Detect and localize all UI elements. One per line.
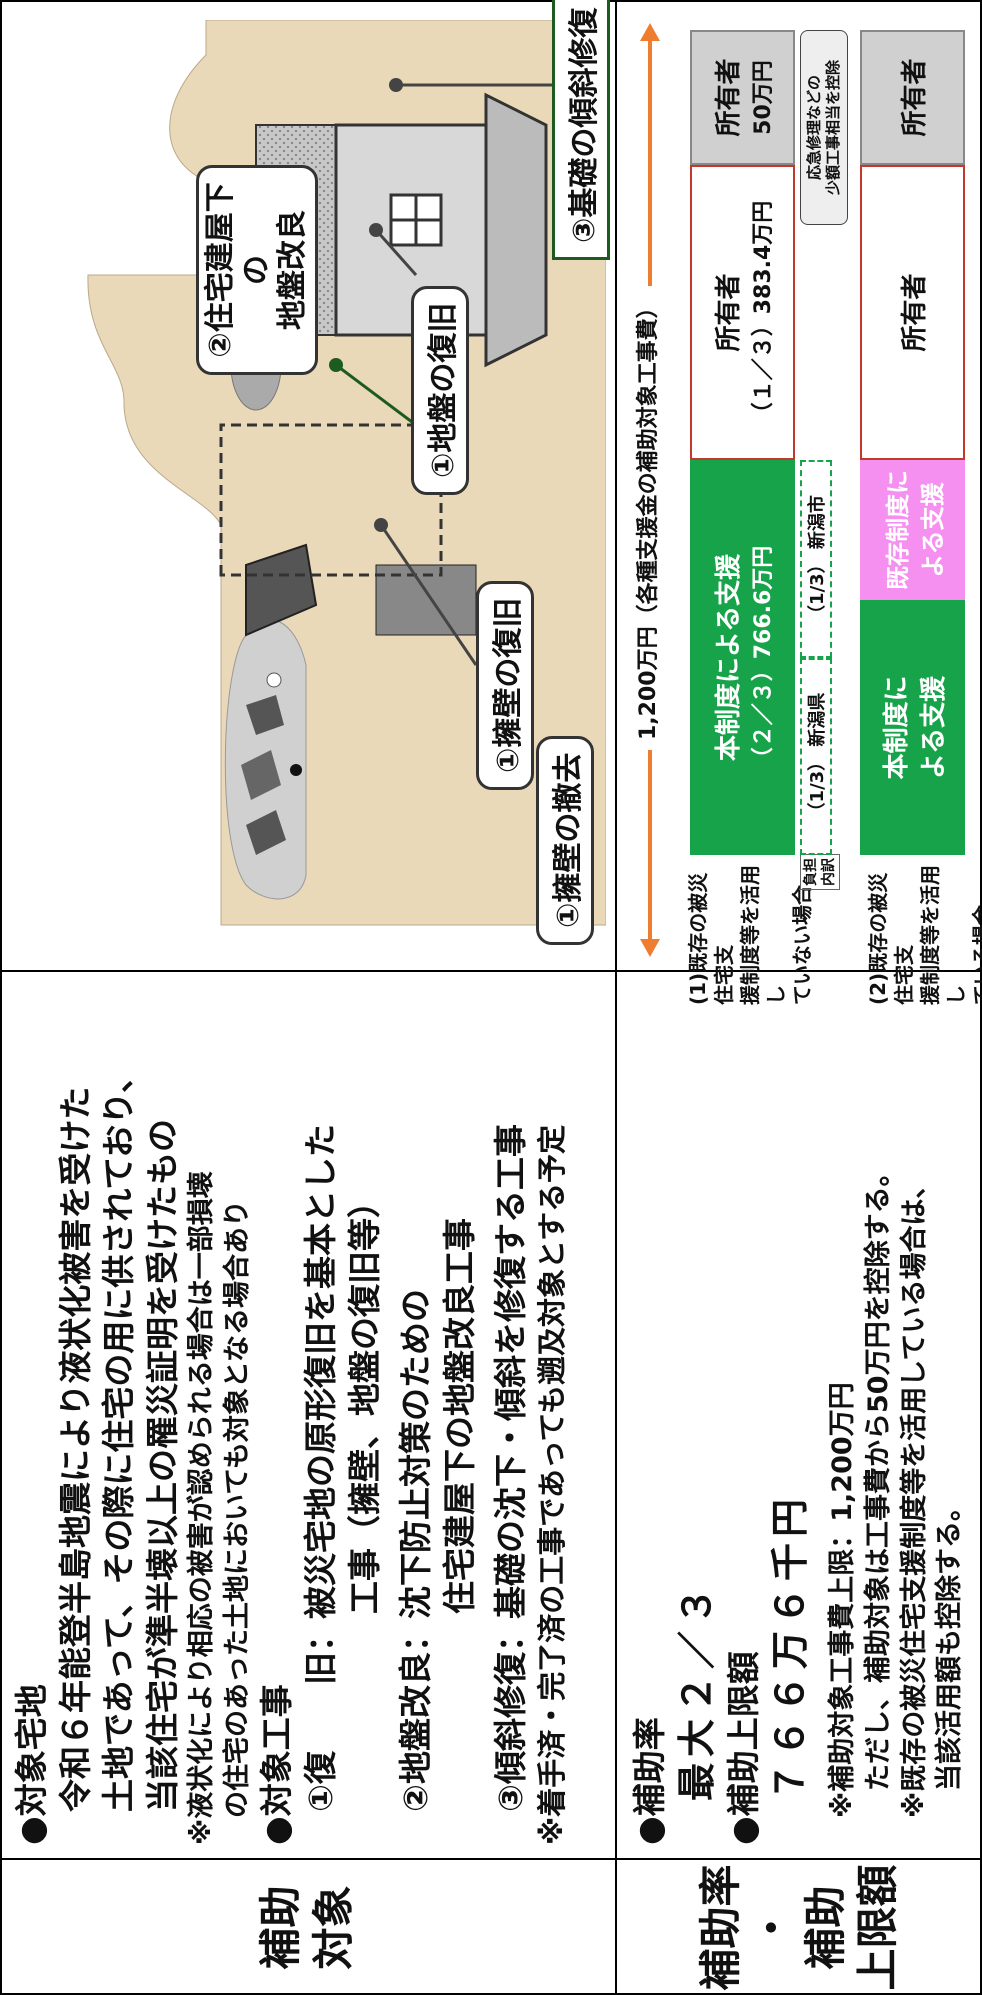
rubble-stone <box>266 672 282 688</box>
deduction-note-line: 応急修理などの <box>805 75 824 181</box>
bar-owner-case1-line2: （１／３）383.4万円 <box>751 200 776 425</box>
burden-label: 負担 内訳 <box>800 854 841 890</box>
cost-breakdown: 1,200万円（各種支援金の補助対象工事費） (1)既存の被災住宅支 援制度等を… <box>620 15 982 1005</box>
bar-deduct-case2: 所有者 <box>860 30 965 165</box>
rubble-rock <box>246 695 284 735</box>
callout-leader <box>374 229 418 276</box>
subject-line: 住宅建屋下の地盤改良工事 <box>439 1218 479 1845</box>
column-divider-illustration <box>0 970 982 972</box>
rubble-stone <box>290 764 302 776</box>
retaining-wall-dashed <box>219 423 443 577</box>
total-label: 1,200万円（各種支援金の補助対象工事費） <box>635 286 664 750</box>
subject-line: ●対象宅地 <box>12 1684 51 1845</box>
bar-existing-case2: 既存制度に よる支援 <box>860 460 965 600</box>
callout-ground-improvement: ②住宅建屋下の 地盤改良 <box>196 165 318 375</box>
subject-line: 土地であって、その際に住宅の用に供されており、 <box>99 1059 139 1845</box>
header-rate-text: 補助率 ・ 補助 上限額 <box>695 1864 903 1991</box>
illustration-svg <box>87 19 607 926</box>
header-rate: 補助率 ・ 補助 上限額 <box>617 1860 982 1995</box>
bar-support-case1-line2: （２／３）766.6万円 <box>751 545 776 770</box>
subject-line: ①復 旧：被災宅地の原形復旧を基本とした <box>300 1124 340 1845</box>
subject-line: ③傾斜修復：基礎の沈下・傾斜を修復する工事 <box>491 1124 531 1845</box>
case2-label: (2)既存の被災住宅支 援制度等を活用し ている場合 <box>865 855 982 1005</box>
subject-text-block: ●対象宅地 令和６年能登半島地震により液状化被害を受けた 土地であって、その際に… <box>10 985 571 1845</box>
case2-label-line: 援制度等を活用し <box>918 865 968 1005</box>
subject-line: ②地盤改良：沈下防止対策のための <box>396 1289 436 1845</box>
case1-label: (1)既存の被災住宅支 援制度等を活用し ていない場合 <box>685 855 815 1005</box>
callout-ground-improvement-line2: 地盤改良 <box>275 210 310 330</box>
callout-retaining-wall-restore: ①擁壁の復旧 <box>476 580 534 790</box>
bar-support-case1-line1: 本制度による支援 <box>714 553 744 762</box>
bar-owner-case2: 所有者 <box>860 165 965 460</box>
subject-note: ※着手済・完了済の工事であっても遡及対象とする予定 <box>534 1124 569 1845</box>
subject-note: の住宅のあった土地においても対象となる場合あり <box>221 1199 253 1845</box>
callout-tilt-repair: ③基礎の傾斜修復 <box>552 0 610 260</box>
rate-note: 当該活用額も控除する。 <box>934 1494 966 1845</box>
subject-line: 工事（擁壁、地盤の復旧等） <box>344 1185 384 1845</box>
rate-line: ●補助率 <box>630 1717 669 1845</box>
case1-label-line: (1)既存の被災住宅支 <box>686 872 736 1005</box>
bar-deduct-case1: 所有者 50万円 <box>690 30 795 165</box>
bar-deduct-case1-line1: 所有者 <box>714 58 744 137</box>
rate-value: 最大２／３ <box>674 1580 719 1845</box>
rate-note: ※補助対象工事費上限：1,200万円 <box>827 1382 859 1845</box>
burden-city: （1/3） 新潟市 <box>800 460 832 658</box>
rubble-rock <box>246 810 286 855</box>
header-subject: 補助 対象 <box>0 1860 615 1995</box>
rate-text-block: ●補助率 最大２／３ ●補助上限額 ７６６万６千円 ※補助対象工事費上限：1,2… <box>628 985 968 1845</box>
case2-label-line: ている場合 <box>970 905 982 1005</box>
cap-value: ７６６万６千円 <box>768 1492 813 1845</box>
rubble-rock <box>241 750 281 800</box>
bar-owner-case1-line1: 所有者 <box>714 273 744 352</box>
callout-ground-restore: ①地盤の復旧 <box>411 285 469 495</box>
deduction-note: 応急修理などの 少額工事相当を控除 <box>800 30 848 225</box>
rate-line: ●補助上限額 <box>723 1651 763 1845</box>
callout-leader <box>335 363 417 427</box>
subject-note: ※液状化により相応の被害が認められる場合は一部損壊 <box>186 1171 218 1845</box>
deduction-note-line: 少額工事相当を控除 <box>824 60 842 196</box>
rate-note: ※既存の被災住宅支援制度等を活用している場合は、 <box>898 1171 930 1845</box>
bar-owner-case1: 所有者 （１／３）383.4万円 <box>690 165 795 460</box>
repair-illustration: ①擁壁の撤去 ①擁壁の復旧 ①地盤の復旧 ②住宅建屋下の 地盤改良 ③基礎の傾斜… <box>6 0 610 965</box>
bar-support-case1: 本制度による支援 （２／３）766.6万円 <box>690 460 795 855</box>
callout-ground-improvement-line1: ②住宅建屋下の <box>203 182 274 358</box>
callout-retaining-wall-removal: ①擁壁の撤去 <box>536 735 594 945</box>
subject-line: 令和６年能登半島地震により液状化被害を受けた <box>55 1086 95 1845</box>
retaining-wall-debris <box>245 543 318 637</box>
header-subject-text: 補助 対象 <box>256 1885 358 1970</box>
callout-leader <box>379 524 478 666</box>
rate-note: ただし、補助対象は工事費から50万円を控除する。 <box>863 1159 895 1845</box>
burden-prefecture: （1/3） 新潟県 <box>800 658 832 855</box>
case1-label-line: 援制度等を活用し <box>738 865 788 1005</box>
bar-support-case2: 本制度に よる支援 <box>860 600 965 855</box>
subject-line: ●対象工事 <box>257 1684 297 1845</box>
case2-label-line: (2)既存の被災住宅支 <box>866 872 916 1005</box>
row-divider <box>615 0 617 1995</box>
house-roof <box>484 92 548 368</box>
subject-line: 当該住宅が準半壊以上の罹災証明を受けたもの <box>142 1119 182 1845</box>
bar-deduct-case1-line2: 50万円 <box>751 60 776 135</box>
